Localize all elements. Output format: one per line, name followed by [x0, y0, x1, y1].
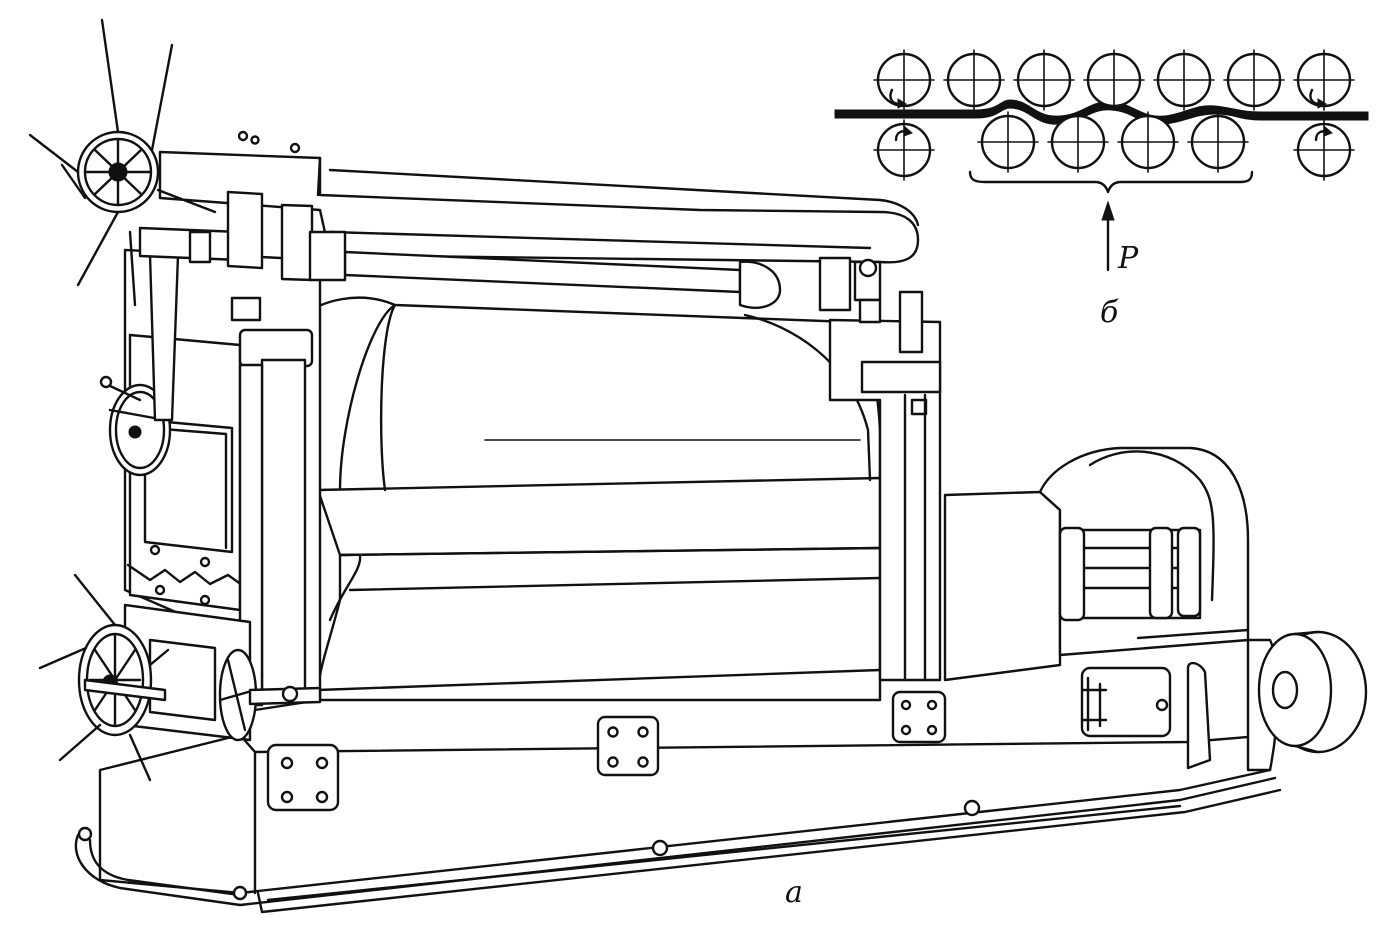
rotation-arrows: [889, 88, 1333, 142]
machine-drawing: [28, 18, 1368, 914]
upper-roll: [873, 49, 935, 111]
lower-roll: [873, 119, 935, 181]
right-column: [828, 290, 942, 682]
upper-roll: [943, 49, 1005, 111]
machine-base: [74, 733, 1282, 914]
force-arrow: [1101, 200, 1115, 272]
drive-pulley: [1257, 630, 1368, 754]
top-mechanism: [138, 130, 347, 282]
upper-rolls: [873, 49, 1355, 111]
upper-roll: [1153, 49, 1215, 111]
drive-unit: [943, 446, 1279, 772]
lower-roll: [1187, 111, 1249, 173]
label-b: б: [1100, 295, 1119, 330]
lower-roll: [1117, 111, 1179, 173]
roll-scheme-inset: P б: [834, 49, 1369, 330]
label-a: а: [785, 875, 803, 910]
lower-roll: [1293, 119, 1355, 181]
roll-housing: [298, 296, 882, 702]
upper-roll: [1083, 49, 1145, 111]
top-beam: [158, 150, 920, 312]
force-label: P: [1117, 241, 1139, 276]
upper-roll: [1013, 49, 1075, 111]
upper-roll: [1223, 49, 1285, 111]
upper-roll: [1293, 49, 1355, 111]
bottom-handwheel: [38, 573, 170, 782]
middle-handwheel: [99, 253, 180, 477]
lower-rolls: [873, 111, 1355, 181]
small-side-handwheel: [218, 648, 322, 742]
lower-roll: [1047, 111, 1109, 173]
top-handwheel: [28, 18, 217, 307]
lower-rolls-brace: [968, 170, 1254, 194]
lower-roll: [977, 111, 1039, 173]
base-cover-plates: [77, 666, 1172, 901]
